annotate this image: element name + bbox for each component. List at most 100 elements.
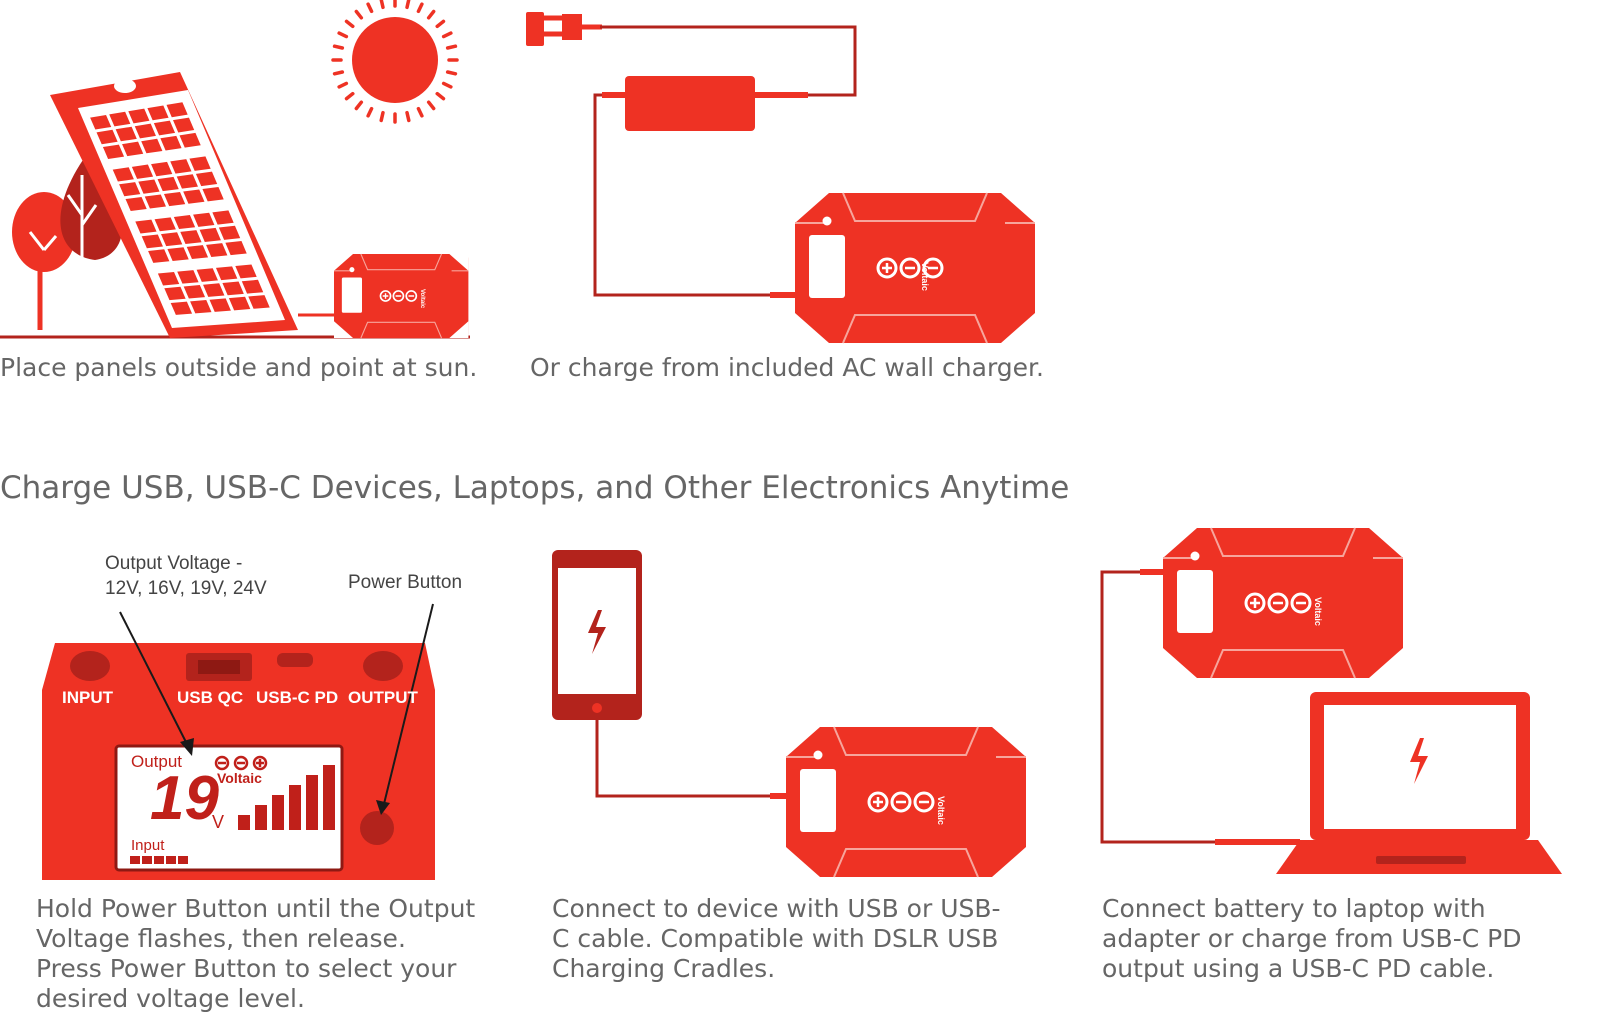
solar-cell [190,300,212,314]
solar-cell [173,117,195,133]
solar-cell [183,189,205,204]
solar-cell [141,138,163,154]
sun-ray [379,110,385,123]
port-label-usb-qc: USB QC [177,688,244,707]
sun-ray [337,81,349,89]
solar-cell [203,283,225,297]
tree-icon [12,192,76,272]
solar-cell [195,171,218,187]
solar-cell [212,210,234,225]
display-voltage: 19 [150,764,219,833]
callout-output-voltage-line1: Output Voltage - [105,553,243,574]
sun-ray [416,106,424,118]
solar-cell [179,132,201,148]
solar-cell [131,164,154,179]
sun-ray [354,100,364,111]
lightning-icon [1410,738,1428,784]
section-heading: Charge USB, USB-C Devices, Laptops, and … [0,470,1070,506]
solar-cell [196,268,218,282]
sun-ray [445,44,458,50]
sun-ray [344,19,355,29]
battery-brand-laptop: Voltaic [1313,597,1323,626]
solar-cell [144,194,166,209]
sun-ray [435,91,446,101]
port-label-output: OUTPUT [348,688,418,707]
solar-cell [138,179,160,194]
lightning-icon [588,610,606,654]
solar-cell [128,108,150,124]
callout-output-voltage-line2: 12V, 16V, 19V, 24V [105,578,267,599]
solar-cell [160,232,183,247]
front-panel [42,603,435,880]
lcd-display [114,744,344,872]
input-port [70,651,110,681]
display-unit: V [212,812,225,832]
sun-ray [337,31,349,39]
solar-cell [177,270,199,284]
caption-ac: Or charge from included AC wall charger. [530,353,1044,382]
voltaic-logo-icon [214,755,268,771]
port-label-usb-c-pd: USB-C PD [256,688,339,707]
sun-ray [435,19,446,29]
solar-cell [148,249,170,263]
caption-solar: Place panels outside and point at sun. [0,353,478,382]
solar-cell [170,159,192,174]
caption-laptop: Connect battery to laptop with adapter o… [1102,894,1522,983]
input-bars [130,856,188,864]
solar-panel [50,72,298,338]
solar-cell [167,247,189,261]
solar-cell [215,266,238,281]
solar-cell [109,111,131,127]
solar-cell [153,120,176,136]
callout-power-button: Power Button [348,572,463,593]
signal-bars [238,765,335,830]
solar-cell [222,281,244,296]
sun-ray [445,70,458,76]
solar-cell [173,215,196,230]
battery-phone [784,725,1028,879]
sun-ray [426,100,436,111]
caption-power-button: Hold Power Button until the Output Volta… [36,894,476,1013]
solar-cell [115,126,137,142]
output-port [363,651,403,681]
solar-cell [248,295,270,309]
caption-device: Connect to device with USB or USB-C cabl… [552,894,1001,983]
solar-cell [193,212,215,227]
solar-cell [90,114,112,130]
sun-ray [344,91,355,101]
power-button[interactable] [360,811,394,845]
battery-brand-small: Voltaic [419,289,425,309]
solar-cell [112,167,134,182]
solar-cell [96,129,118,145]
solar-cell [147,105,169,121]
solar-cell [141,234,163,249]
sun-ray [366,2,374,14]
solar-cell [122,141,144,157]
sun-ray [366,106,374,118]
usb-c-port [277,653,313,667]
battery-brand-phone: Voltaic [936,796,946,825]
solar-cell [157,176,179,192]
solar-cell [199,227,221,242]
solar-cell [102,144,125,159]
solar-cell [134,123,156,139]
sun-ray [354,9,364,20]
port-label-input: INPUT [62,688,113,707]
solar-cell [209,298,231,312]
solar-cell [170,301,193,315]
solar-cell [157,271,180,286]
display-output-label: Output [131,752,183,771]
display-brand: Voltaic [217,770,262,786]
ac-adapter [625,76,755,131]
solar-cell [166,102,188,118]
solar-cell [125,196,147,211]
sun-ray [332,44,345,50]
laptop-scene [1100,526,1562,874]
solar-cell [176,174,198,189]
plug-icon [526,12,602,46]
solar-cell [183,285,206,299]
solar-cell [180,230,202,245]
solar-scene [0,0,470,339]
sun-ray [405,0,411,10]
